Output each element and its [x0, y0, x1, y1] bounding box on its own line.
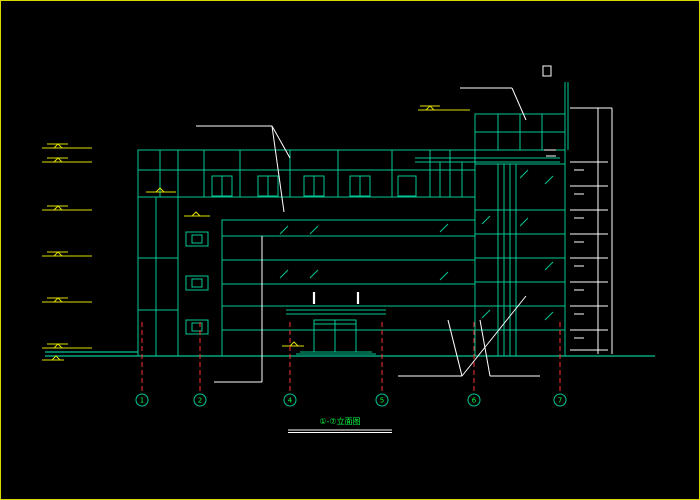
axis-bubble: 7	[553, 393, 567, 407]
axis-bubble: 5	[375, 393, 389, 407]
svg-text:2: 2	[198, 397, 202, 405]
axis-bubble: 6	[467, 393, 481, 407]
svg-text:5: 5	[380, 397, 384, 405]
axis-lines	[141, 322, 561, 392]
right-dimension-column	[570, 107, 613, 354]
left-elevation-markers	[42, 143, 138, 361]
axis-bubble: 2	[193, 393, 207, 407]
svg-text:7: 7	[558, 397, 562, 405]
drawing-title-block: ①-⑦立面图	[288, 416, 392, 433]
drawing-title: ①-⑦立面图	[319, 416, 360, 426]
svg-text:1: 1	[140, 397, 144, 405]
svg-text:4: 4	[288, 397, 293, 405]
axis-bubble: 1	[135, 393, 149, 407]
main-building	[137, 149, 476, 357]
svg-text:6: 6	[472, 397, 477, 405]
top-elevation-markers	[146, 105, 470, 347]
axis-bubble: 4	[283, 393, 297, 407]
axis-bubbles: 1 2 4 5 6 7	[135, 393, 567, 407]
leader-lines	[196, 87, 540, 383]
right-tower	[415, 65, 569, 357]
